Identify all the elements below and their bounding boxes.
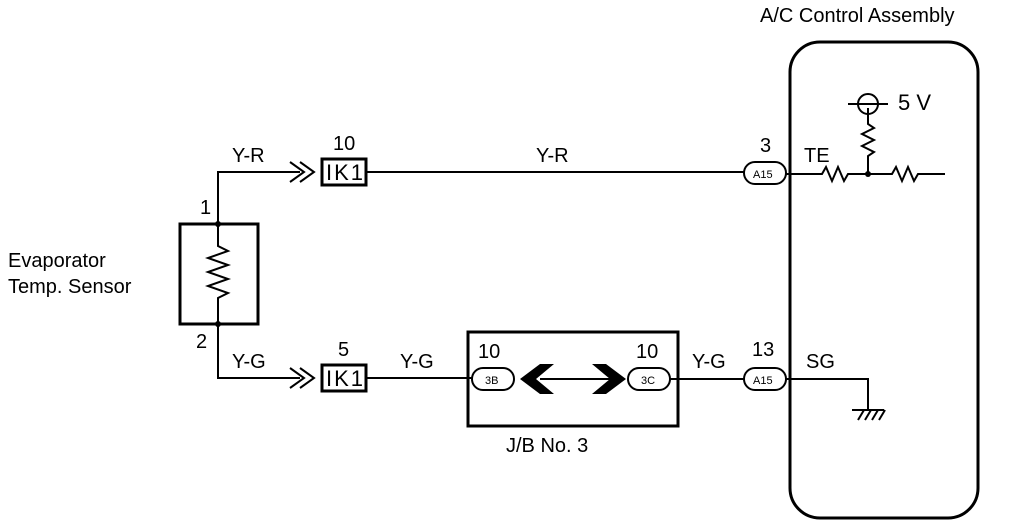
- jb-pin-3c-num: 10: [636, 341, 658, 363]
- ground-hatch-3: [871, 409, 879, 421]
- sensor-label-line1: Evaporator: [8, 250, 106, 272]
- wire-top-left-label: Y-R: [232, 145, 265, 167]
- sg-label: SG: [806, 351, 835, 373]
- sg-ground-wire: [786, 378, 869, 410]
- sensor-pin-1: 1: [200, 197, 211, 219]
- sensor-pin-2: 2: [196, 331, 207, 353]
- wire-top-left: [217, 171, 300, 224]
- ecu-pin-a15-top-label: A15: [753, 169, 773, 181]
- connector-ik1-top-label: IK1: [326, 160, 365, 185]
- wire-bot-right-label: Y-G: [692, 351, 726, 373]
- connector-arrow-bot-1: [289, 367, 306, 389]
- ground-hatch-2: [864, 409, 872, 421]
- jb-pin-3b-label: 3B: [485, 375, 498, 387]
- jb-pin-3b: [471, 367, 515, 391]
- ecu-pin-a15-bot-label: A15: [753, 375, 773, 387]
- wire-bot-left-label: Y-G: [232, 351, 266, 373]
- right-resistor: [868, 164, 945, 184]
- connector-arrow-top-1: [289, 161, 306, 183]
- ground-hatch-1: [857, 409, 865, 421]
- jb-pin-3b-num: 10: [478, 341, 500, 363]
- jb-arrow-right: [592, 364, 626, 394]
- connector-ik1-bot-num: 5: [338, 339, 349, 361]
- jb-label: J/B No. 3: [506, 435, 588, 457]
- ecu-box: [788, 40, 980, 520]
- wire-bot-left: [217, 324, 300, 379]
- jb-arrow-left: [520, 364, 554, 394]
- connector-ik1-bot-label: IK1: [326, 366, 365, 391]
- wire-top-mid-label: Y-R: [536, 145, 569, 167]
- ecu-pin-top-num: 3: [760, 135, 771, 157]
- ecu-title: A/C Control Assembly: [760, 5, 955, 27]
- sensor-label-line2: Temp. Sensor: [8, 276, 132, 298]
- connector-arrow-bot-2: [299, 367, 316, 389]
- jb-pin-3c-label: 3C: [641, 375, 655, 387]
- ground-hatch-4: [878, 409, 886, 421]
- wire-bot-mid-label: Y-G: [400, 351, 434, 373]
- te-resistor: [816, 164, 868, 184]
- te-label: TE: [804, 145, 830, 167]
- pullup-resistor: [859, 108, 877, 174]
- connector-arrow-top-2: [299, 161, 316, 183]
- ecu-pin-bot-num: 13: [752, 339, 774, 361]
- voltage-label: 5 V: [898, 90, 931, 115]
- thermistor-symbol: [204, 224, 232, 324]
- connector-ik1-top-num: 10: [333, 133, 355, 155]
